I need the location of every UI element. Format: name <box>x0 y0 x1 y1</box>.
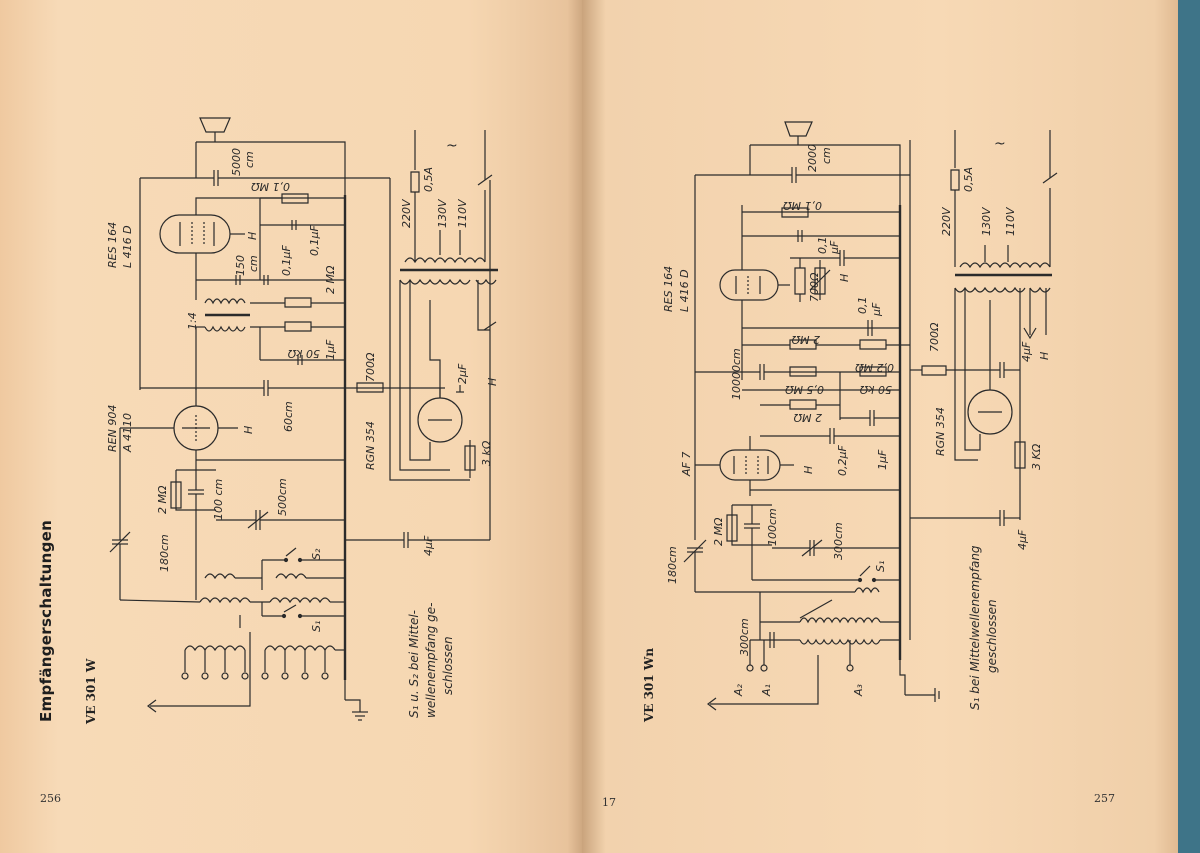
left-subheading: VE 301 W <box>84 658 98 724</box>
left-heading: Empfängerschaltungen <box>37 519 55 722</box>
right-gutter-number: 17 <box>602 796 616 809</box>
left-note-line3: schlossen <box>441 636 455 695</box>
left-note-line1: S₁ u. S₂ bei Mittel- <box>407 609 421 718</box>
right-note-line2: geschlossen <box>985 599 999 673</box>
book-cover-edge <box>1178 0 1200 853</box>
right-page: VE 301 Wn S₁ bei Mittelwellenempfang ges… <box>582 0 1178 853</box>
right-subheading: VE 301 Wn <box>642 647 656 722</box>
left-page-number: 256 <box>40 792 61 805</box>
left-page: Empfängerschaltungen VE 301 W S₁ u. S₂ b… <box>0 0 585 853</box>
right-note-line1: S₁ bei Mittelwellenempfang <box>968 545 982 710</box>
left-note-line2: wellenempfang ge- <box>424 602 438 719</box>
right-page-number: 257 <box>1094 792 1115 805</box>
